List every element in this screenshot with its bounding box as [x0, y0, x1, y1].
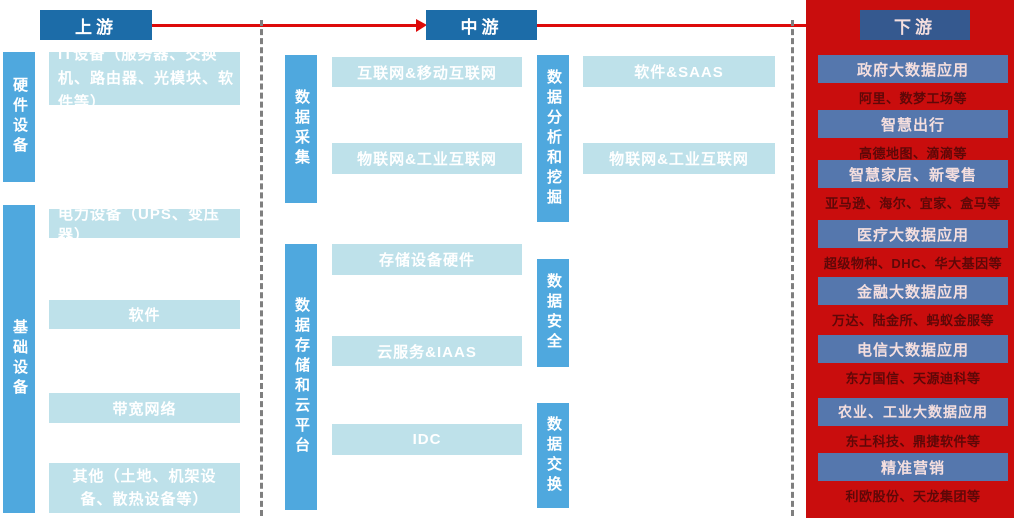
- app-companies: 亚马逊、海尔、宜家、盒马等: [825, 196, 1001, 211]
- downstream-app-precision-marketing: 精准营销 利欧股份、天龙集团等: [818, 453, 1008, 505]
- upstream-box-other: 其他（土地、机架设备、散热设备等）: [49, 463, 240, 513]
- app-label: 电信大数据应用: [818, 335, 1008, 363]
- upstream-box-power-equipment: 电力设备（UPS、变压器）: [49, 206, 240, 244]
- downstream-app-smart-home-retail: 智慧家居、新零售 亚马逊、海尔、宜家、盒马等: [818, 160, 1008, 212]
- downstream-panel: 下游 政府大数据应用 阿里、数梦工场等 智慧出行 高德地图、滴滴等 智慧家居、新…: [806, 0, 1014, 518]
- category-bar-basic-equipment: 基础设备: [3, 205, 35, 513]
- app-companies: 东土科技、鼎捷软件等: [845, 434, 981, 449]
- downstream-app-smart-travel: 智慧出行 高德地图、滴滴等: [818, 110, 1008, 162]
- app-companies: 高德地图、滴滴等: [858, 146, 967, 161]
- stage-bar-data-collection: 数据采集: [285, 55, 317, 203]
- app-companies: 万达、陆金所、蚂蚁金服等: [831, 313, 994, 328]
- upstream-box-software: 软件: [49, 300, 240, 329]
- app-label: 智慧出行: [818, 110, 1008, 138]
- app-label: 农业、工业大数据应用: [818, 398, 1008, 426]
- app-label: 金融大数据应用: [818, 277, 1008, 305]
- divider-midstream-downstream: [791, 20, 794, 516]
- midstream-box-storage-hardware: 存储设备硬件: [332, 244, 522, 275]
- downstream-app-finance: 金融大数据应用 万达、陆金所、蚂蚁金服等: [818, 277, 1008, 329]
- midstream-box-idc: IDC: [332, 424, 522, 455]
- stage-bar-data-analysis-mining: 数据分析和挖掘: [537, 55, 569, 222]
- app-label: 智慧家居、新零售: [818, 160, 1008, 188]
- midstream-box-cloud-iaas: 云服务&IAAS: [332, 336, 522, 366]
- midstream-box-software-saas: 软件&SAAS: [583, 56, 775, 87]
- app-companies: 超级物种、DHC、华大基因等: [823, 256, 1003, 271]
- app-label: 政府大数据应用: [818, 55, 1008, 83]
- stage-header-upstream: 上游: [40, 10, 152, 40]
- arrowhead-icon: [416, 19, 427, 32]
- stage-bar-data-storage-cloud: 数据存储和云平台: [285, 244, 317, 510]
- midstream-box-iot-industrial: 物联网&工业互联网: [332, 143, 522, 174]
- midstream-box-internet-mobile: 互联网&移动互联网: [332, 57, 522, 87]
- downstream-app-agriculture-industry: 农业、工业大数据应用 东土科技、鼎捷软件等: [818, 398, 1008, 450]
- downstream-app-medical: 医疗大数据应用 超级物种、DHC、华大基因等: [818, 220, 1008, 272]
- divider-upstream-midstream: [260, 20, 263, 516]
- stage-bar-data-security: 数据安全: [537, 259, 569, 367]
- app-label: 精准营销: [818, 453, 1008, 481]
- category-bar-hardware-equipment: 硬件设备: [3, 52, 35, 182]
- stage-bar-data-exchange: 数据交换: [537, 403, 569, 508]
- app-companies: 利欧股份、天龙集团等: [845, 489, 981, 504]
- upstream-box-bandwidth: 带宽网络: [49, 393, 240, 423]
- app-companies: 阿里、数梦工场等: [858, 91, 967, 106]
- stage-header-midstream: 中游: [426, 10, 537, 40]
- app-companies: 东方国信、天源迪科等: [845, 371, 981, 386]
- downstream-app-government: 政府大数据应用 阿里、数梦工场等: [818, 55, 1008, 107]
- downstream-app-telecom: 电信大数据应用 东方国信、天源迪科等: [818, 335, 1008, 387]
- midstream-box-iot-industrial-2: 物联网&工业互联网: [583, 143, 775, 174]
- app-label: 医疗大数据应用: [818, 220, 1008, 248]
- flow-arrow-upstream-to-midstream: [152, 24, 416, 27]
- stage-header-downstream: 下游: [860, 10, 970, 40]
- flow-arrow-midstream-to-downstream: [537, 24, 807, 27]
- upstream-box-it-equipment: IT设备（服务器、交换机、路由器、光模块、软件等）: [49, 46, 240, 111]
